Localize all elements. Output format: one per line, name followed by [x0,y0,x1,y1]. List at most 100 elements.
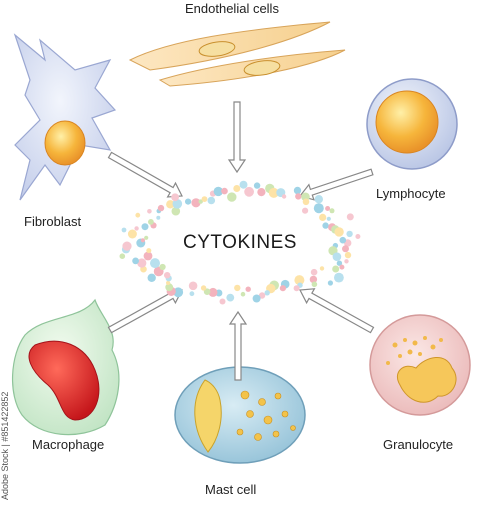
cytokine-dot [148,219,154,225]
cytokine-dot [207,196,216,205]
cytokine-dot [141,223,149,231]
cytokine-dot [203,288,211,296]
cytokine-dot [240,291,246,297]
cytokine-dot [227,192,237,202]
cytokine-dot [213,186,223,197]
cytokine-dot [346,230,353,238]
cytokine-dot [327,280,333,286]
cytokine-dot [119,253,126,259]
cytokine-dot [221,187,228,195]
cytokine-dot [334,227,344,237]
cytokine-dot [189,291,195,297]
arrows-group [107,101,375,381]
cytokine-dot [122,241,132,251]
cytokine-dot [344,251,352,259]
cytokine-dot [134,226,139,231]
cytokine-dot [121,227,127,233]
cytokine-dot [339,264,345,270]
cytokine-dot [258,292,266,299]
cytokine-dot [185,198,192,205]
cytokine-dot [239,180,248,189]
cytokine-dot [140,238,145,243]
arrow-from-endothelial [227,101,247,174]
cytokine-dot [166,200,175,209]
cytokine-dot [127,229,137,239]
cytokine-dot [165,283,174,292]
arrow-from-mast-cell [228,310,248,381]
cytokine-dot [150,258,160,269]
cytokine-dot [264,290,270,296]
cytokine-dot [302,198,310,206]
cytokine-dot [252,294,261,303]
cytokine-dot [346,213,354,221]
cytokine-dot [313,203,324,214]
lymphocyte-cell [366,78,458,170]
cytokine-dot [302,207,309,214]
cytokine-dot [253,182,261,189]
cytokine-dot [171,206,181,216]
cytokine-dot [310,268,318,276]
lymphocyte-label: Lymphocyte [376,186,446,201]
arrow-from-lymphocyte [298,168,374,201]
cytokine-dot [311,281,318,288]
cytokine-dot [329,208,335,214]
cytokine-dot [339,236,347,244]
cytokine-dot [244,186,255,197]
macrophage-cell [12,298,120,436]
cytokine-dot [334,272,344,283]
cytokine-dot [200,285,207,291]
cytokine-dot [293,285,300,292]
cytokine-dot [172,199,183,209]
arrow-from-fibroblast [107,151,183,198]
cytokine-dot [294,275,305,286]
cytokine-dot [342,245,349,253]
cytokine-dot [234,284,241,292]
cytokine-dot [166,280,171,285]
endothelial-cells-label: Endothelial cells [185,1,279,16]
cytokine-dot [336,260,343,266]
cytokine-dot [233,185,241,192]
cytokine-dot [344,259,349,264]
cytokine-dot [147,209,152,214]
cytokine-dot [191,198,201,208]
cytokine-dot [201,196,208,203]
cytokine-dot [319,213,327,221]
granulocyte-label: Granulocyte [383,437,454,452]
cytokine-dot [159,263,166,271]
cytokine-dot [309,275,318,284]
cytokine-dot [188,281,198,291]
endothelial-cells [128,21,346,87]
cytokine-dot [245,286,251,292]
cytokine-dot [132,257,140,265]
cytokines-title: CYTOKINES [183,232,297,253]
cytokine-dot [322,222,329,229]
mast-cell-label: Mast cell [205,482,257,497]
macrophage-label: Macrophage [32,437,105,452]
cytokine-dot [219,298,226,305]
stock-id-label: Adobe Stock | #851422852 [0,391,10,500]
cytokine-dot [226,293,235,302]
cytokine-dot [332,252,342,261]
fibroblast-cell [13,33,117,201]
cytokine-dots [119,180,361,305]
mast-cell [174,366,306,464]
cytokine-dot [143,251,153,261]
cytokine-dot [325,206,331,211]
fibroblast-label: Fibroblast [24,214,82,229]
cytokine-dot [268,187,279,198]
cytokine-dot [332,265,340,273]
cytokine-dot [173,287,184,298]
cytokine-dot [198,199,203,204]
cytokine-dot [156,215,161,220]
cytokine-dot [257,188,266,197]
cytokine-dot [164,272,171,279]
cytokine-dot [355,234,361,239]
cytokine-dot [208,287,218,297]
cytokine-dot [293,186,302,195]
cytokine-dot [295,193,302,200]
cytokine-dot [171,193,180,202]
cytokine-dot [147,273,156,282]
cytokine-dot [319,266,325,271]
cytokine-dot [314,195,323,204]
